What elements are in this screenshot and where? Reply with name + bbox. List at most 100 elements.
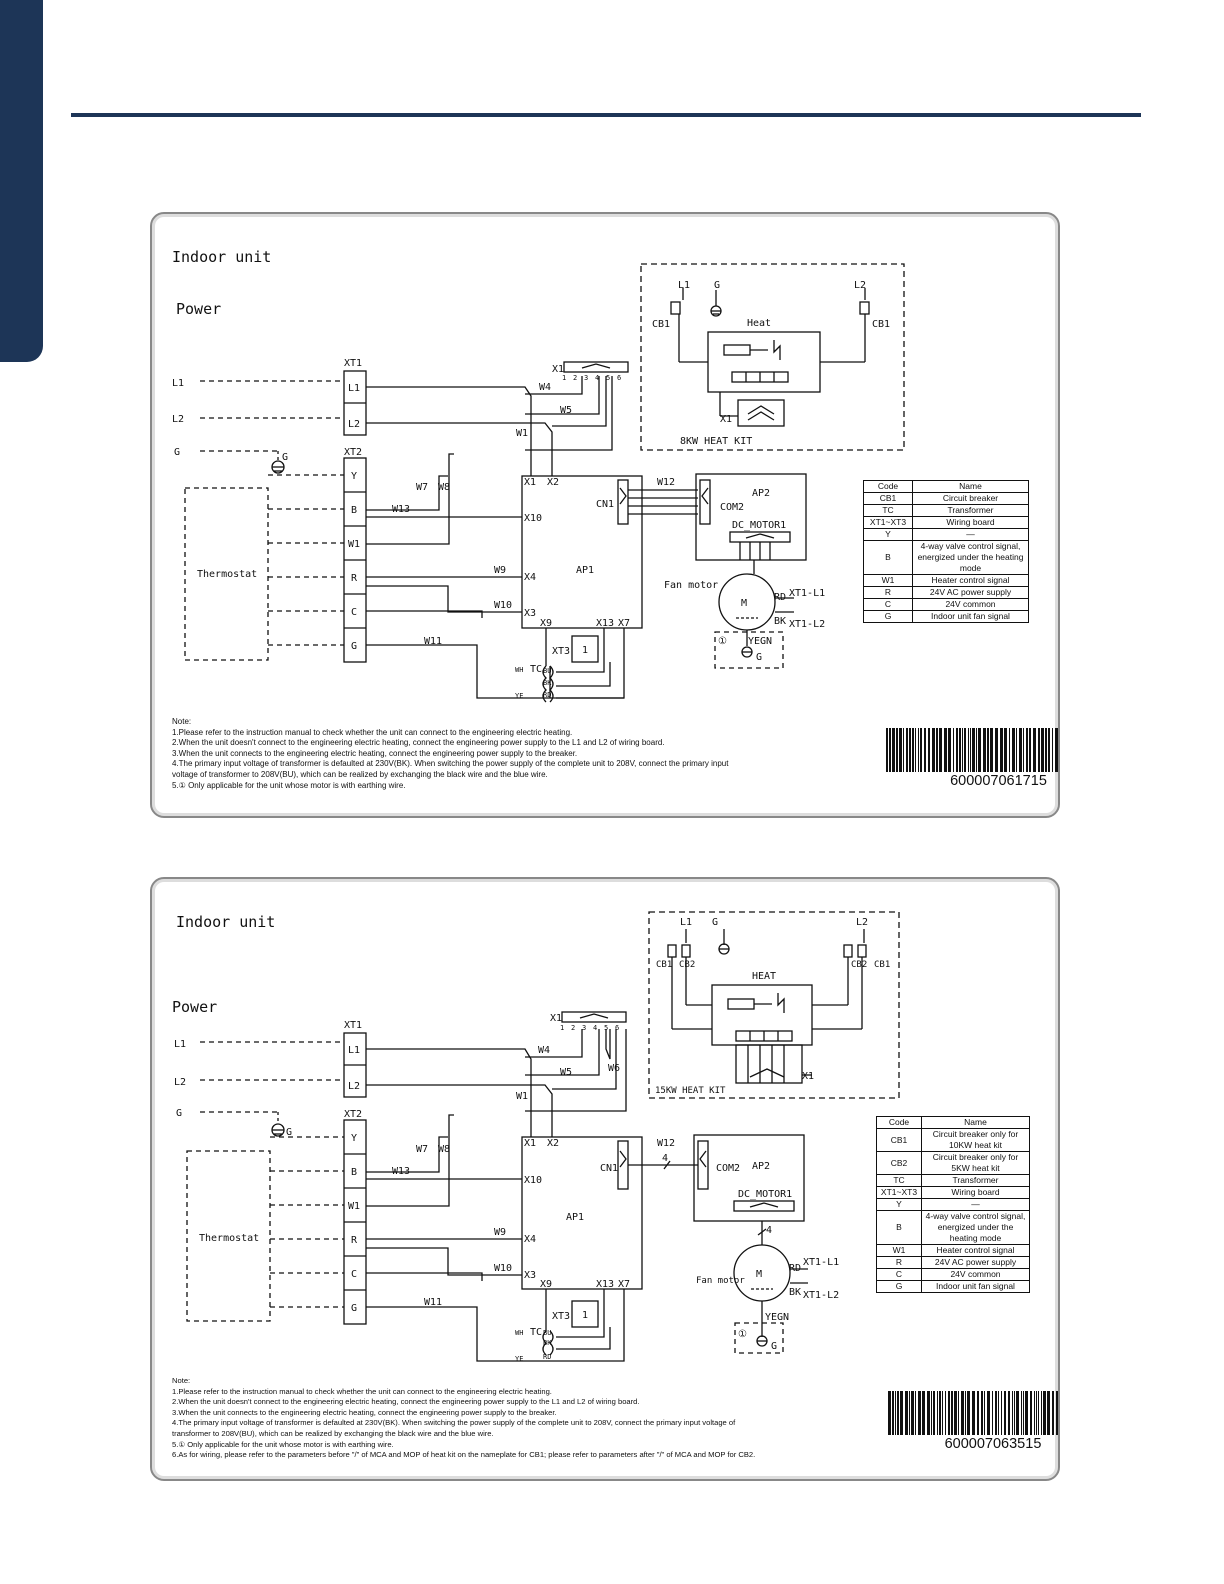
heater-label: HEAT [752,971,776,982]
schematic-15kw: Indoor unit Power L1 L2 G XT1 L1 L2 XT2 … [172,911,900,1363]
ap1-x2: X2 [547,1138,559,1149]
heat-g: G [714,280,720,291]
motor-xt1-l2: XT1-L2 [803,1290,839,1301]
legend-name: Indoor unit fan signal [921,1280,1030,1293]
ap1-x9: X9 [540,1279,552,1290]
xt-ground-g: G [286,1127,292,1138]
note-line: 2.When the unit doesn't connect to the e… [172,738,665,748]
xt2-label: XT2 [344,1109,362,1120]
dc-motor1-label: DC_MOTOR1 [738,1189,792,1200]
legend-name: Transformer [912,504,1029,517]
legend-header-code: Code [876,1116,922,1129]
tc-bk: BK [543,679,552,687]
barcode-bar [939,1391,941,1435]
legend-header-row: Code Name [863,480,1029,493]
barcode-bar [920,728,922,772]
barcode-bar [1023,728,1024,772]
barcode-bar [970,728,971,772]
barcode-bar [1056,1391,1058,1435]
ap1-x1: X1 [524,477,536,488]
barcode-bar [1014,1391,1015,1435]
ap1-x13: X13 [596,618,614,629]
wire-w9: W9 [494,565,506,576]
xt2-y: Y [351,471,357,482]
barcode-bar [962,728,963,772]
x1-pin-3: 3 [582,1024,586,1032]
ap1-x2: X2 [547,477,559,488]
xt2-label: XT2 [344,447,362,458]
x1-pin-2: 2 [571,1024,575,1032]
x1-pin-5: 5 [604,1024,608,1032]
barcode-bar [922,1391,925,1435]
ap1-x3: X3 [524,1270,536,1281]
legend-code: Y [863,528,913,541]
wire-w11: W11 [424,1297,442,1308]
barcode-bar [1021,1391,1022,1435]
barcode-bar [918,728,919,772]
xt2-c: C [351,607,357,618]
heat-kit-label: 15KW HEAT KIT [655,1086,726,1096]
barcode-bar [958,1391,959,1435]
tc-wh: WH [515,1329,523,1337]
barcode-bar [1033,728,1036,772]
legend-code: CB1 [876,1128,922,1152]
dc-motor1-label: DC_MOTOR1 [732,520,786,531]
motor-yegn: YEGN [748,636,772,647]
legend-name: 4-way valve control signal, energized un… [912,540,1029,575]
note-line: 3.When the unit connects to the engineer… [172,1407,557,1417]
barcode-bar [965,1391,966,1435]
barcode-bar [1026,728,1028,772]
note-line: Note: [172,1376,191,1385]
motor-bk: BK [774,616,786,627]
barcode-bar [927,1391,930,1435]
motor-g: G [771,1341,777,1352]
barcode-bar [1036,1391,1037,1435]
barcode-bar [906,728,908,772]
barcode-bar [998,1391,999,1435]
barcode-bar [1052,1391,1054,1435]
xt3-pin: 1 [582,645,588,656]
xt2-r: R [351,1235,358,1246]
barcode-number: 600007063515 [944,1436,1042,1452]
power-l2-label: L2 [174,1077,186,1088]
wire-w12: W12 [657,477,675,488]
barcode-bar [961,1391,964,1435]
tc-bu: BU [543,667,551,675]
wire-w8: W8 [438,1144,450,1155]
note-line: 5.① Only applicable for the unit whose m… [172,1439,394,1449]
barcode-bar [995,728,998,772]
wiring-diagram-15kw: Indoor unit Power L1 L2 G XT1 L1 L2 XT2 … [150,877,1060,1481]
barcode-bar [1016,728,1017,772]
thermostat-label: Thermostat [197,569,257,580]
tc-bu: BU [543,1329,551,1337]
power-l2-label: L2 [172,414,184,425]
barcode-bar [972,728,975,772]
note-line: voltage of transformer to 208V(BU), whic… [172,769,548,779]
legend-code: G [876,1280,922,1293]
barcode-bar [1030,1391,1032,1435]
barcode-bars [886,728,1058,772]
barcode-bar [981,1391,983,1435]
barcode-bar [1016,1391,1019,1435]
barcode-bar [936,728,938,772]
barcode-bar [1023,1391,1024,1435]
motor-note-marker: ① [738,1329,747,1340]
wire-w13: W13 [392,504,410,515]
ap1-label: AP1 [566,1212,584,1223]
power-g-label: G [174,447,180,458]
ap1-x7: X7 [618,618,630,629]
barcode-bar [933,1391,935,1435]
legend-code: TC [863,504,913,517]
legend-name: Circuit breaker only for 5KW heat kit [921,1151,1030,1175]
power-label: Power [172,998,217,1016]
notes-block: Note: 1.Please refer to the instruction … [172,1376,755,1461]
legend-name: — [912,528,1029,541]
ap1-x4: X4 [524,1234,536,1245]
barcode-bar [928,728,930,772]
legend-code: R [863,586,913,599]
xt2-g: G [351,641,357,652]
